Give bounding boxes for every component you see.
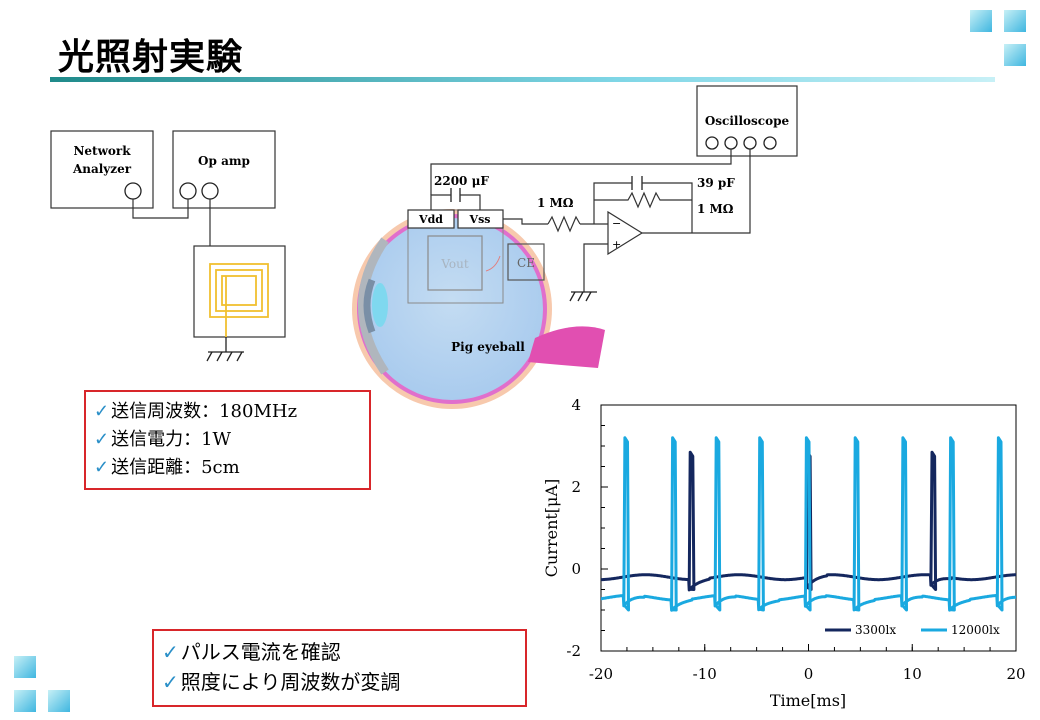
chart-legend: 3300lx 12000lx bbox=[825, 623, 1000, 637]
op-amp-port-1 bbox=[179, 182, 197, 200]
y-tick-label: -2 bbox=[566, 642, 581, 660]
resistor-1m-right bbox=[594, 191, 692, 209]
decor-square-bottom-3 bbox=[48, 690, 70, 712]
title-underline bbox=[50, 77, 995, 82]
vdd-label: Vdd bbox=[418, 213, 443, 226]
pig-eyeball-label: Pig eyeball bbox=[451, 340, 525, 354]
result-item-pulse: ✓パルス電流を確認 bbox=[162, 640, 341, 664]
oscilloscope-label: Oscilloscope bbox=[705, 114, 790, 128]
spec-item-power: ✓送信電力：1W bbox=[94, 429, 232, 450]
ce-label: CE bbox=[517, 256, 535, 270]
coil bbox=[209, 263, 269, 337]
check-icon: ✓ bbox=[162, 670, 179, 694]
y-tick-label: 2 bbox=[571, 478, 581, 496]
op-amp-minus: − bbox=[612, 217, 621, 230]
check-icon: ✓ bbox=[162, 640, 179, 664]
resistor-1m-left bbox=[547, 215, 581, 233]
op-amp-port-2 bbox=[201, 182, 219, 200]
ground-symbol-right bbox=[569, 291, 597, 302]
network-analyzer-label-2: Analyzer bbox=[72, 162, 132, 176]
cornea bbox=[358, 237, 389, 375]
optic-nerve bbox=[528, 326, 605, 368]
coil-box bbox=[193, 245, 286, 338]
op-amp-symbol bbox=[607, 210, 644, 256]
oscilloscope-port-4 bbox=[763, 136, 777, 150]
oscilloscope-port-1 bbox=[705, 136, 719, 150]
x-tick-label: 0 bbox=[804, 665, 814, 683]
network-analyzer-label-1: Network bbox=[73, 144, 131, 158]
eyeball-body bbox=[361, 218, 543, 400]
ce-block bbox=[507, 243, 545, 281]
vss-label: Vss bbox=[469, 213, 491, 226]
op-amp-plus: + bbox=[612, 238, 621, 251]
decor-square-bottom-2 bbox=[14, 690, 36, 712]
oscilloscope-port-2 bbox=[724, 136, 738, 150]
x-tick-label: 10 bbox=[903, 665, 922, 683]
check-icon: ✓ bbox=[94, 457, 110, 478]
x-axis-label: Time[ms] bbox=[770, 691, 846, 710]
result-item-frequency: ✓照度により周波数が変調 bbox=[162, 670, 401, 694]
x-tick-label: -20 bbox=[589, 665, 613, 683]
vout-label: Vout bbox=[440, 257, 469, 271]
y-tick-label: 4 bbox=[571, 396, 581, 414]
op-amp-label: Op amp bbox=[198, 154, 250, 168]
decor-square-top-3 bbox=[1004, 44, 1026, 66]
capacitor-2200-label: 2200 μF bbox=[434, 174, 489, 188]
result-box: ✓パルス電流を確認 ✓照度により周波数が変調 bbox=[152, 629, 527, 707]
ground-symbol-left bbox=[206, 351, 244, 362]
slide-title: 光照射実験 bbox=[58, 37, 244, 78]
resistor-1m-left-label: 1 MΩ bbox=[537, 196, 574, 210]
legend-label-3300lx: 3300lx bbox=[855, 623, 896, 637]
series-line-12000lx bbox=[600, 436, 1017, 612]
experiment-diagram: Network Analyzer Op amp Pig eyeball Vout… bbox=[50, 85, 798, 409]
x-tick-label: 20 bbox=[1006, 665, 1025, 683]
spec-item-distance: ✓送信距離：5cm bbox=[94, 457, 240, 478]
lens bbox=[372, 283, 388, 327]
check-icon: ✓ bbox=[94, 429, 110, 450]
chip-outline bbox=[407, 209, 504, 304]
spec-box: ✓送信周波数：180MHz ✓送信電力：1W ✓送信距離：5cm bbox=[84, 390, 371, 490]
decor-square-top-2 bbox=[1004, 10, 1026, 32]
decor-square-bottom-1 bbox=[14, 656, 36, 678]
resistor-1m-right-label: 1 MΩ bbox=[697, 202, 734, 216]
spec-item-frequency: ✓送信周波数：180MHz bbox=[94, 401, 298, 422]
legend-label-12000lx: 12000lx bbox=[951, 623, 1000, 637]
y-axis-label: Current[μA] bbox=[542, 479, 561, 577]
x-tick-label: -10 bbox=[693, 665, 717, 683]
network-analyzer-port bbox=[124, 182, 142, 200]
vout-block bbox=[427, 235, 483, 291]
check-icon: ✓ bbox=[94, 401, 110, 422]
y-tick-label: 0 bbox=[571, 560, 581, 578]
decor-square-top-1 bbox=[970, 10, 992, 32]
oscilloscope-port-3 bbox=[743, 136, 757, 150]
capacitor-39pf-label: 39 pF bbox=[697, 176, 735, 190]
